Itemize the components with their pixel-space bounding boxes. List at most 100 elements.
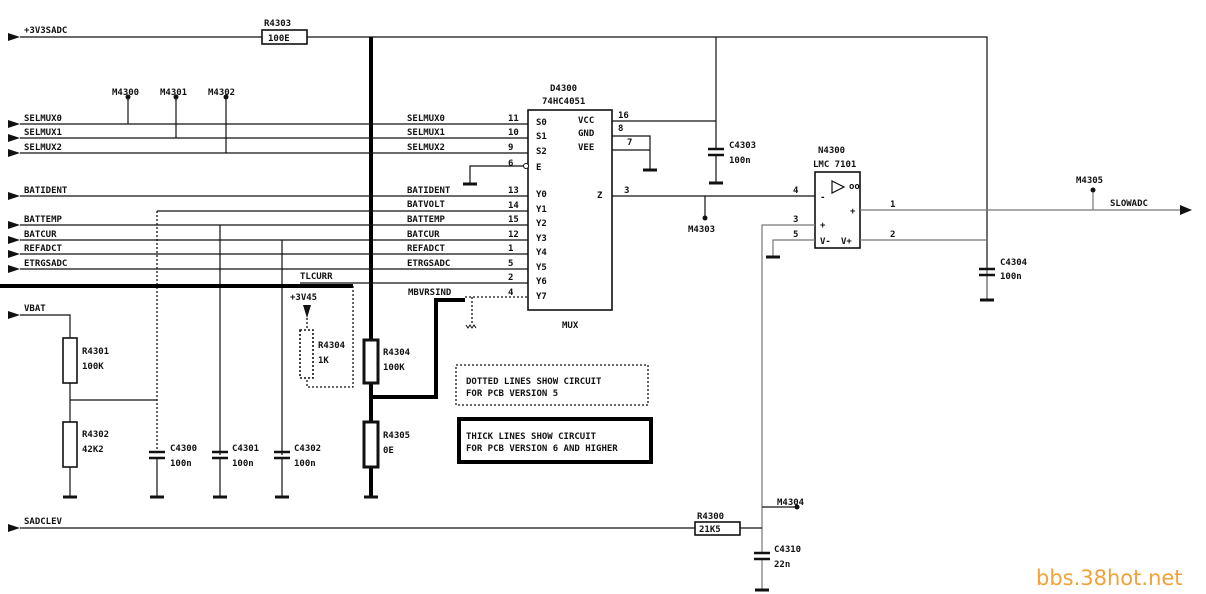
label-nets-v3sadc: +3V3SADC [24, 26, 67, 36]
label-nets-batcur: BATCUR [407, 230, 440, 240]
label-components-c4301-ref: C4301 [232, 444, 259, 454]
label-components-r4302-value: 42K2 [82, 445, 104, 455]
label-nets-batident: BATIDENT [407, 186, 451, 196]
label-nets-sadclev: SADCLEV [24, 517, 63, 527]
symbols [8, 33, 1096, 592]
capacitor-c4301 [212, 450, 228, 460]
wires [0, 29, 1192, 590]
ground-icon [465, 324, 477, 329]
label-notes-thick_1: THICK LINES SHOW CIRCUIT [466, 432, 597, 442]
mux-chip-d4300 [527, 109, 613, 311]
label-mux-pins_right-3-num: 3 [624, 186, 629, 196]
label-components-r4300-ref: R4300 [697, 512, 724, 522]
label-mux-label: MUX [562, 321, 579, 331]
label-mux-pins_left-2-num: 9 [508, 143, 513, 153]
label-components-c4303-value: 100n [729, 156, 751, 166]
label-test_points-m4304: M4304 [777, 498, 805, 508]
label-components-r4305-ref: R4305 [383, 431, 410, 441]
label-mux-pins_left-8-name: Y4 [536, 248, 547, 258]
label-mux-pins_left-4-num: 13 [508, 186, 519, 196]
label-test_points-m4305: M4305 [1076, 176, 1103, 186]
capacitor-c4303 [708, 147, 724, 157]
label-mux-pins_left-1-name: S1 [536, 132, 547, 142]
test-point-dot [702, 215, 708, 221]
capacitor-c4300 [149, 450, 165, 460]
label-mux-pins_left-3-num: 6 [508, 159, 513, 169]
label-opamp-minus: - [820, 193, 825, 203]
label-mux-pins_left-8-num: 1 [508, 244, 513, 254]
label-opamp-pin_in_minus: 4 [793, 186, 799, 196]
label-mux-pins_left-7-name: Y3 [536, 234, 547, 244]
label-components-r4304b-value: 100K [383, 363, 405, 373]
note-thick-box [457, 417, 653, 464]
label-mux-pins_left-7-num: 12 [508, 230, 519, 240]
test-point-dot [173, 94, 179, 100]
input-arrow-icon-batident [8, 192, 20, 200]
label-mux-pins_right-2-name: VEE [578, 143, 594, 153]
opamp-n4300 [814, 171, 861, 249]
input-arrow-icon-vbat [8, 311, 20, 319]
label-components-c4304-ref: C4304 [1000, 258, 1028, 268]
label-notes-dotted_1: DOTTED LINES SHOW CIRCUIT [466, 377, 602, 387]
label-nets-mbvrsind: MBVRSIND [408, 288, 452, 298]
label-notes-dotted_2: FOR PCB VERSION 5 [466, 389, 558, 399]
label-mux-pins_left-6-num: 15 [508, 215, 519, 225]
label-opamp-plus: + [820, 221, 826, 231]
label-test_points-m4301: M4301 [160, 88, 187, 98]
label-nets-selmux1: SELMUX1 [24, 128, 62, 138]
resistor-r4303 [261, 29, 308, 45]
label-mux-pins_left-5-name: Y1 [536, 205, 547, 215]
label-opamp-pin_out: 1 [890, 200, 895, 210]
label-nets-etrgsadc: ETRGSADC [407, 259, 450, 269]
label-opamp-pin_vplus: 2 [890, 230, 895, 240]
label-nets-batvolt: BATVOLT [407, 200, 446, 210]
supply-arrow-icon [303, 305, 311, 318]
label-nets-etrgsadc: ETRGSADC [24, 259, 67, 269]
test-point-dot [125, 94, 131, 100]
label-nets-selmux2: SELMUX2 [24, 143, 62, 153]
label-test_points-m4302: M4302 [208, 88, 235, 98]
capacitor-c4304 [979, 267, 995, 277]
capacitor-c4302 [274, 450, 290, 460]
label-nets-tlcurr: TLCURR [300, 272, 333, 282]
label-mux-part: 74HC4051 [542, 97, 585, 107]
label-nets-slowadc: SLOWADC [1110, 199, 1148, 209]
label-components-r4301-ref: R4301 [82, 347, 109, 357]
label-nets-selmux1: SELMUX1 [407, 128, 445, 138]
label-components-r4303-value: 100E [268, 34, 290, 44]
label-mux-pins_left-11-name: Y7 [536, 292, 547, 302]
input-arrow-icon-refadct [8, 250, 20, 258]
label-nets-selmux2: SELMUX2 [407, 143, 445, 153]
label-mux-pins_right-3-name: Z [597, 191, 603, 201]
label-test_points-m4303: M4303 [688, 225, 715, 235]
label-nets-vbat: VBAT [24, 304, 46, 314]
label-mux-pins_right-2-num: 7 [627, 138, 632, 148]
resistor-r4301 [62, 337, 78, 384]
label-nets-batident: BATIDENT [24, 186, 68, 196]
label-opamp-pin_vminus: 5 [793, 230, 798, 240]
test-point-dot [1090, 187, 1096, 193]
resistor-r4304-1k [299, 329, 314, 379]
label-components-r4301-value: 100K [82, 362, 104, 372]
input-arrow-icon-batcur [8, 236, 20, 244]
label-components-c4302-value: 100n [294, 459, 316, 469]
input-arrow-icon-v3sadc [8, 33, 20, 41]
input-arrow-icon-battemp [8, 221, 20, 229]
label-components-c4310-ref: C4310 [774, 545, 801, 555]
label-opamp-pin_in_plus: 3 [793, 215, 798, 225]
label-nets-refadct: REFADCT [407, 244, 446, 254]
capacitor-c4310 [754, 551, 770, 561]
label-nets-battemp: BATTEMP [407, 215, 446, 225]
label-mux-pins_left-3-name: E [536, 163, 541, 173]
label-mux-pins_left-10-num: 2 [508, 273, 513, 283]
label-opamp-ref: N4300 [818, 146, 845, 156]
label-components-r4300-value: 21K5 [699, 525, 721, 535]
label-nets-selmux0: SELMUX0 [407, 114, 445, 124]
label-opamp-part: LMC 7101 [813, 160, 856, 170]
label-test_points-m4300: M4300 [112, 88, 139, 98]
label-mux-pins_left-2-name: S2 [536, 147, 547, 157]
label-components-r4305-value: 0E [383, 446, 394, 456]
watermark: bbs.38hot.net [1036, 566, 1183, 590]
